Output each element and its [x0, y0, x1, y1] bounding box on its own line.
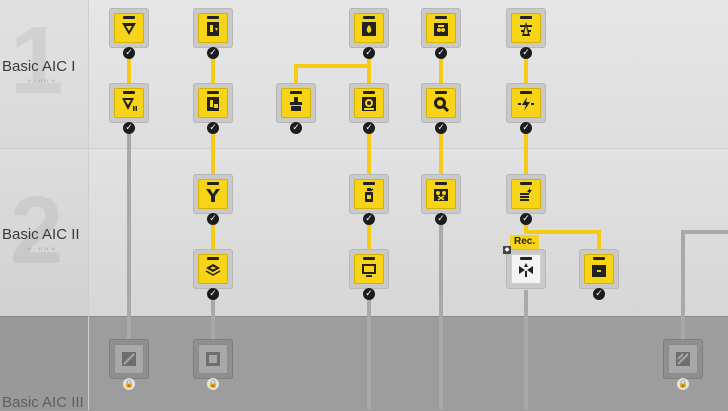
node-tile	[354, 254, 384, 284]
node-tile	[114, 344, 144, 374]
node-tile	[511, 179, 541, 209]
assembler-icon	[434, 189, 448, 201]
pylon-icon	[520, 22, 532, 36]
tech-node[interactable]: ✓	[193, 249, 233, 300]
tech-node[interactable]: ✓	[421, 174, 461, 225]
tier-2-title: Basic AIC II	[2, 226, 80, 243]
node-tile	[426, 13, 456, 43]
tech-node-locked[interactable]: 🔒	[193, 339, 233, 390]
node-tile	[198, 344, 228, 374]
tech-node[interactable]: ✓	[421, 8, 461, 59]
unlocked-check-icon: ✓	[435, 47, 447, 59]
connector-inactive-right	[681, 230, 728, 342]
node-tile	[511, 88, 541, 118]
unlocked-check-icon: ✓	[520, 47, 532, 59]
node-tile	[511, 254, 541, 284]
node-tile	[584, 254, 614, 284]
mixer-icon	[290, 97, 302, 111]
unlocked-check-icon: ✓	[363, 122, 375, 134]
node-tile	[281, 88, 311, 118]
unlocked-check-icon: ✓	[435, 213, 447, 225]
locked-tech-icon	[206, 352, 220, 366]
tier-1-numeral: 1	[10, 7, 64, 114]
node-tile	[114, 13, 144, 43]
recommended-marker-icon: ◆	[503, 246, 511, 254]
tech-node[interactable]: ✓	[421, 83, 461, 134]
scanner-icon	[434, 97, 449, 112]
tech-node[interactable]: ✓	[193, 83, 233, 134]
unlocked-check-icon: ✓	[435, 122, 447, 134]
grinder-icon	[362, 97, 376, 111]
tier-1-subtitle: II · II II II	[28, 78, 56, 83]
filler-icon	[365, 188, 374, 202]
node-tile	[511, 13, 541, 43]
tech-node[interactable]: ✓	[109, 83, 149, 134]
tech-node[interactable]: ✓	[109, 8, 149, 59]
tier-label-column	[0, 0, 89, 410]
tier-3-title: Basic AIC III	[2, 394, 84, 411]
node-tile	[198, 254, 228, 284]
node-tile	[198, 88, 228, 118]
unlocked-check-icon: ✓	[123, 122, 135, 134]
furnace-icon	[362, 22, 376, 36]
tier-1-title: Basic AIC I	[2, 58, 76, 75]
tech-node[interactable]: ✓	[193, 8, 233, 59]
lock-icon: 🔒	[207, 378, 219, 390]
tech-node[interactable]: ✓	[579, 249, 619, 300]
storage-box-icon	[592, 265, 606, 277]
lock-icon: 🔒	[123, 378, 135, 390]
splitter-icon	[206, 189, 220, 202]
unlocked-check-icon: ✓	[207, 213, 219, 225]
unlocked-check-icon: ✓	[207, 47, 219, 59]
tech-node-locked[interactable]: 🔒	[663, 339, 703, 390]
tech-node[interactable]: ✓	[349, 249, 389, 300]
converger-icon	[519, 263, 533, 277]
recommended-badge: Rec.	[510, 235, 540, 249]
tech-node-recommended[interactable]	[506, 249, 546, 289]
monitor-icon	[362, 264, 376, 277]
funnel-icon	[122, 23, 136, 35]
tech-node[interactable]: ✓	[349, 83, 389, 134]
tech-node-locked[interactable]: 🔒	[109, 339, 149, 390]
unlocked-check-icon: ✓	[520, 122, 532, 134]
unlocked-check-icon: ✓	[290, 122, 302, 134]
tech-node[interactable]: ✓	[349, 174, 389, 225]
unlocked-check-icon: ✓	[363, 47, 375, 59]
unlocked-check-icon: ✓	[207, 122, 219, 134]
lock-icon: 🔒	[677, 378, 689, 390]
tech-node[interactable]: ✓	[349, 8, 389, 59]
tech-node[interactable]: ✓	[506, 83, 546, 134]
unlocked-check-icon: ✓	[363, 213, 375, 225]
locked-tech-icon	[676, 352, 690, 366]
node-tile	[114, 88, 144, 118]
charger-icon	[520, 188, 532, 201]
funnel-upgrade-icon	[122, 98, 137, 111]
tech-node[interactable]: ✓	[276, 83, 316, 134]
tech-node[interactable]: ✓	[193, 174, 233, 225]
node-tile	[426, 88, 456, 118]
crafting-station-icon	[207, 22, 219, 36]
node-tile	[354, 13, 384, 43]
unlocked-check-icon: ✓	[520, 213, 532, 225]
unlocked-check-icon: ✓	[363, 288, 375, 300]
power-relay-icon	[518, 97, 534, 111]
locked-tech-icon	[122, 352, 136, 366]
unlocked-check-icon: ✓	[123, 47, 135, 59]
crafting-station-upgrade-icon	[207, 97, 219, 111]
node-tile	[354, 88, 384, 118]
tier-2-numeral: 2	[10, 177, 64, 284]
tech-node[interactable]: ✓	[506, 174, 546, 225]
node-tile	[354, 179, 384, 209]
node-tile	[426, 179, 456, 209]
node-tile	[198, 13, 228, 43]
refinery-icon	[434, 23, 448, 36]
unlocked-check-icon: ✓	[593, 288, 605, 300]
layered-plate-icon	[205, 264, 221, 276]
unlocked-check-icon: ✓	[207, 288, 219, 300]
node-tile	[668, 344, 698, 374]
tier-2-subtitle: II · II II II	[28, 246, 56, 251]
node-tile	[198, 179, 228, 209]
connector-active-3	[294, 48, 371, 84]
tech-node[interactable]: ✓	[506, 8, 546, 59]
